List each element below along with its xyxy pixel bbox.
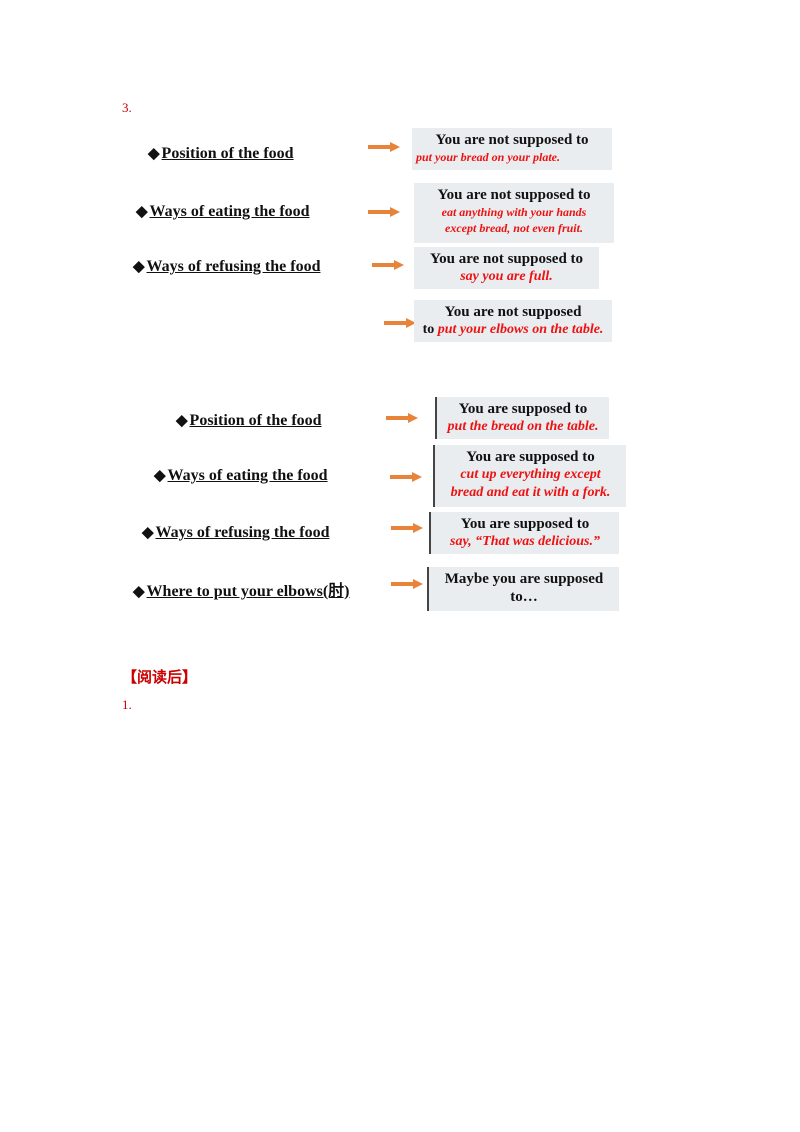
rule-box-refusing: You are supposed to say, “That was delic… [429, 512, 619, 554]
diamond-icon: ◆ [154, 468, 166, 484]
arrow-right-icon [368, 207, 400, 217]
topic-ways-eating-2: ◆Ways of eating the food [154, 467, 328, 484]
topic-position-food-1: ◆Position of the food [148, 145, 294, 162]
arrow-right-icon [386, 413, 418, 423]
rule-box-not-refusing: You are not supposed to say you are full… [414, 247, 599, 289]
rule-box-position: You are supposed to put the bread on the… [435, 397, 609, 439]
diamond-icon: ◆ [176, 413, 188, 429]
arrow-right-icon [384, 318, 416, 328]
arrow-right-icon [391, 579, 423, 589]
topic-where-elbows: ◆Where to put your elbows(肘) [133, 583, 350, 600]
diamond-icon: ◆ [136, 204, 148, 220]
topic-position-food-2: ◆Position of the food [176, 412, 322, 429]
arrow-right-icon [391, 523, 423, 533]
rule-box-not-elbows: You are not supposed to put your elbows … [414, 300, 612, 342]
question-3-number: 3. [122, 100, 132, 115]
diamond-icon: ◆ [148, 146, 160, 162]
question-1-number: 1. [122, 697, 132, 712]
arrow-right-icon [372, 260, 404, 270]
rule-box-eating: You are supposed to cut up everything ex… [433, 445, 626, 507]
diamond-icon: ◆ [133, 259, 145, 275]
topic-ways-eating-1: ◆Ways of eating the food [136, 203, 310, 220]
after-reading-heading: 【阅读后】 [122, 668, 198, 686]
arrow-right-icon [390, 472, 422, 482]
rule-box-not-position: You are not supposed to put your bread o… [412, 128, 612, 170]
arrow-right-icon [368, 142, 400, 152]
rule-box-not-eating: You are not supposed to eat anything wit… [414, 183, 614, 243]
topic-ways-refusing-1: ◆Ways of refusing the food [133, 258, 321, 275]
diamond-icon: ◆ [133, 584, 145, 600]
diamond-icon: ◆ [142, 525, 154, 541]
rule-box-elbows: Maybe you are supposed to… [427, 567, 619, 611]
topic-ways-refusing-2: ◆Ways of refusing the food [142, 524, 330, 541]
